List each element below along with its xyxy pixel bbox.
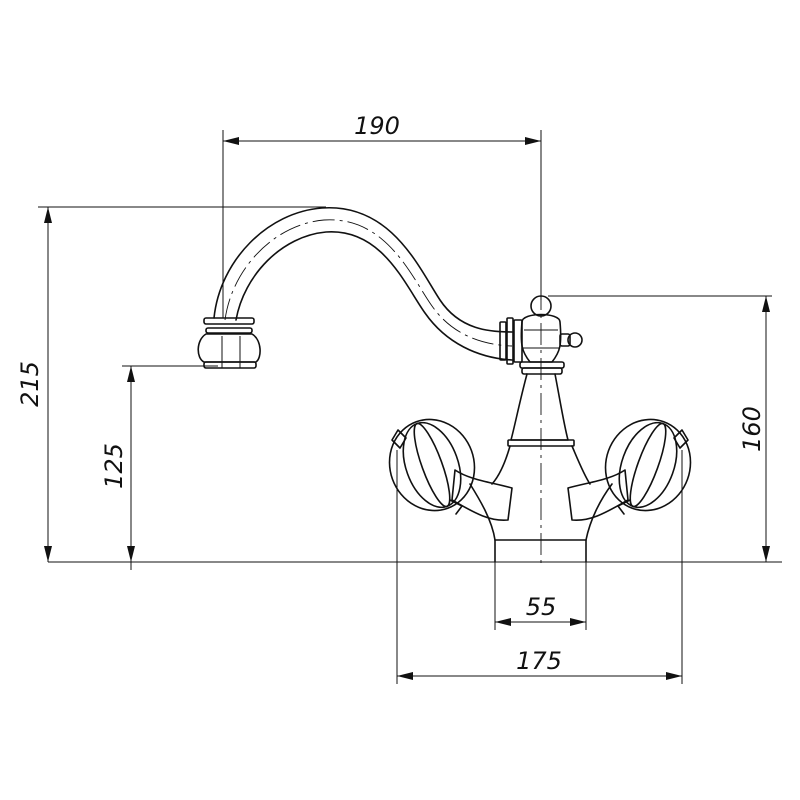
dimension-label-125: 125 <box>100 443 128 489</box>
dimension-label-215: 215 <box>16 361 44 407</box>
faucet-outline <box>197 207 692 565</box>
dimension-label-55: 55 <box>526 593 557 621</box>
right-handle-arm <box>567 469 629 521</box>
dimension-label-160: 160 <box>738 406 766 452</box>
side-knob <box>559 332 583 348</box>
dimensions: 190 215 125 160 <box>16 112 782 684</box>
dimension-handle-span: 175 <box>396 450 683 684</box>
spout-union <box>499 317 523 365</box>
dimension-label-190: 190 <box>354 112 400 140</box>
body-base <box>469 483 613 563</box>
aerator-nozzle <box>197 333 261 369</box>
body-collar <box>519 361 565 375</box>
dimension-body-height: 160 <box>548 295 772 562</box>
dimension-total-height: 215 <box>16 206 326 562</box>
left-handle-arm <box>451 469 513 521</box>
spout-collar <box>203 317 255 334</box>
dimension-spout-height: 125 <box>100 365 218 570</box>
left-handle-globe <box>388 418 476 515</box>
dimension-spout-reach: 190 <box>222 112 542 318</box>
spout <box>213 207 513 361</box>
dimension-inlet-spacing: 55 <box>494 562 587 630</box>
right-handle-globe <box>604 418 692 515</box>
dimension-label-175: 175 <box>516 647 562 675</box>
